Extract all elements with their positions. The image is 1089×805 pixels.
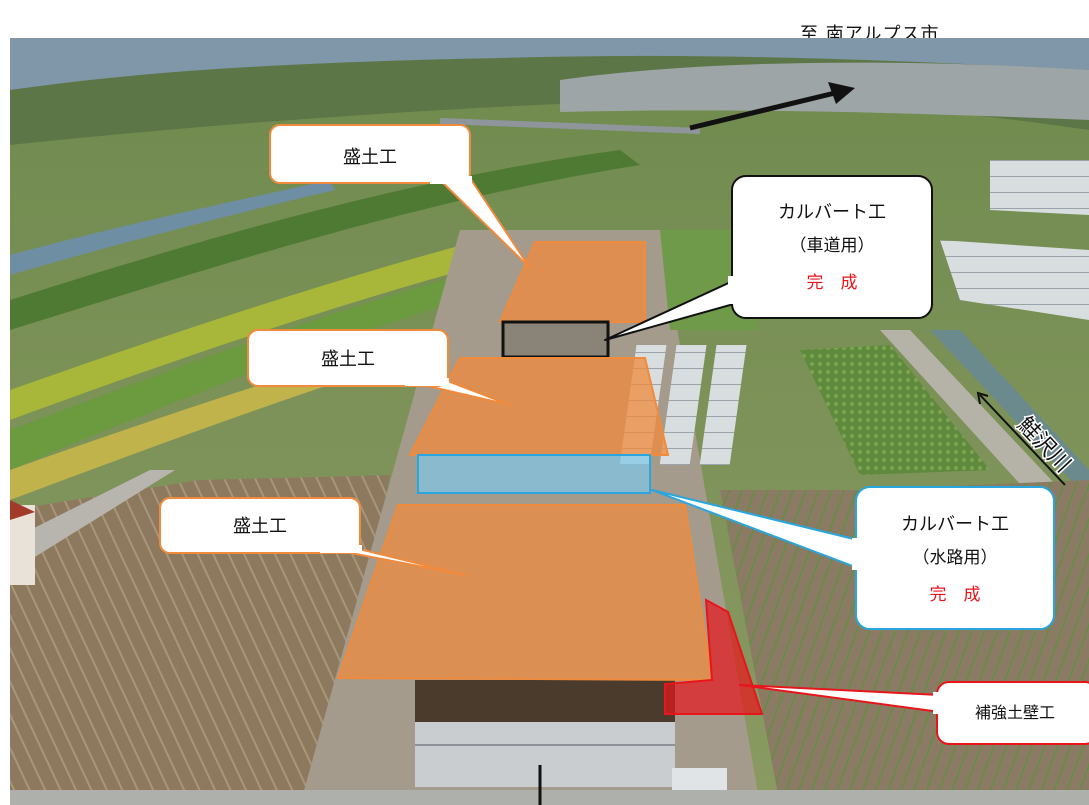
callout-reinforced-wall: 補強土壁工 xyxy=(739,681,1089,745)
culvert-road-status: 完 成 xyxy=(807,273,858,293)
callout-culvert-water: カルバート工 （水路用） 完 成 xyxy=(651,486,1055,630)
destination-arrow xyxy=(689,82,855,131)
culvert-water-line1: カルバート工 xyxy=(901,514,1009,535)
culvert-water-status: 完 成 xyxy=(930,585,981,605)
culvert-water-area xyxy=(417,454,651,494)
river-arrow xyxy=(976,391,1066,486)
culvert-water-line2: （水路用） xyxy=(913,548,998,568)
callout-culvert-road: カルバート工 （車道用） 完 成 xyxy=(604,175,933,341)
reinforced-wall-area xyxy=(664,598,764,715)
culvert-road-line2: （車道用） xyxy=(790,236,875,256)
callout-embankment-middle-text: 盛土工 xyxy=(321,349,375,370)
callout-embankment-bottom-text: 盛土工 xyxy=(233,516,287,537)
callout-reinforced-wall-text: 補強土壁工 xyxy=(975,703,1055,722)
embankment-area-bottom xyxy=(336,504,714,682)
callout-embankment-top: 盛土工 xyxy=(269,124,531,269)
callout-embankment-bottom: 盛土工 xyxy=(159,497,466,576)
callout-embankment-middle: 盛土工 xyxy=(247,329,511,406)
culvert-road-outline xyxy=(501,320,610,359)
callout-embankment-top-text: 盛土工 xyxy=(343,147,397,168)
culvert-road-line1: カルバート工 xyxy=(778,202,886,223)
embankment-area-middle xyxy=(408,357,670,456)
